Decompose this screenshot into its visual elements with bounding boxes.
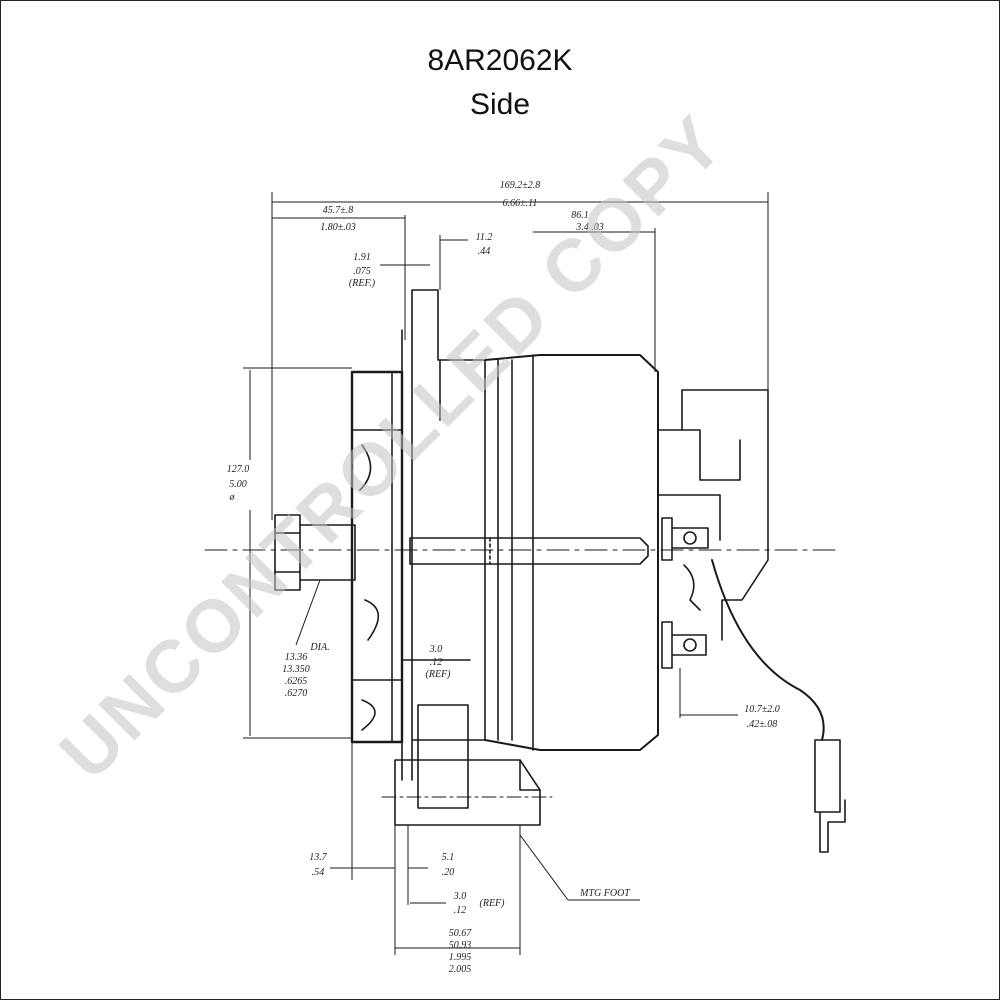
dim-lower-ref-in: .12 xyxy=(454,905,467,916)
dim-rear-section-in: 3.4 .03 xyxy=(575,222,604,233)
dim-terminal-offset-mm: 10.7±2.0 xyxy=(744,704,780,715)
dim-flange-gap-in: .44 xyxy=(478,246,491,257)
dim-lower-left-mm: 13.7 xyxy=(309,852,328,863)
dim-shaft-in-1: .6265 xyxy=(285,676,308,687)
dim-lower-left-in: .54 xyxy=(312,867,325,878)
dim-shaft-mm-1: 13.36 xyxy=(285,652,308,663)
dim-terminal-offset-in: .42±.08 xyxy=(747,719,778,730)
dim-pulley-diameter-symbol: ø xyxy=(229,492,236,503)
dim-flange-thickness-ref: (REF.) xyxy=(349,278,376,289)
dim-overall-length-mm: 169.2±2.8 xyxy=(500,180,541,191)
part-number-title: 8AR2062K xyxy=(427,44,573,77)
dim-front-to-flange-in: 1.80±.03 xyxy=(320,222,356,233)
dim-foot-width-mm-1: 50.67 xyxy=(449,928,473,939)
dim-foot-offset-mm: 3.0 xyxy=(429,644,443,655)
dim-lower-ref-label: (REF) xyxy=(480,898,506,909)
alternator-outline xyxy=(204,289,846,853)
dim-foot-width-mm-2: 50.93 xyxy=(449,940,472,951)
dim-front-to-flange-mm: 45.7±.8 xyxy=(323,205,354,216)
dim-lower-mid-in: .20 xyxy=(442,867,455,878)
dim-foot-width-in-2: 2.005 xyxy=(449,964,472,975)
dim-shaft-mm-2: 13.350 xyxy=(282,664,310,675)
dim-overall-length-in: 6.66±.11 xyxy=(503,198,538,209)
dim-lower-mid-mm: 5.1 xyxy=(442,852,455,863)
dim-flange-thickness-mm: 1.91 xyxy=(353,252,371,263)
dim-foot-width-in-1: 1.995 xyxy=(449,952,472,963)
dim-rear-section-mm: 86.1 xyxy=(571,210,589,221)
label-mtg-foot: MTG FOOT xyxy=(579,888,631,899)
dim-foot-offset-ref: (REF) xyxy=(426,669,452,680)
dim-lower-ref-mm: 3.0 xyxy=(453,891,467,902)
dim-shaft-label: DIA. xyxy=(309,642,329,653)
dim-flange-gap-mm: 11.2 xyxy=(476,232,493,243)
dim-flange-thickness-in: .075 xyxy=(353,266,371,277)
dim-foot-offset-in: .12 xyxy=(430,657,443,668)
dim-pulley-diameter-in: 5.00 xyxy=(229,479,247,490)
view-subtitle: Side xyxy=(469,88,531,121)
dim-pulley-diameter-mm: 127.0 xyxy=(227,464,250,475)
dimension-lines xyxy=(243,192,769,955)
dim-shaft-in-2: .6270 xyxy=(285,688,308,699)
